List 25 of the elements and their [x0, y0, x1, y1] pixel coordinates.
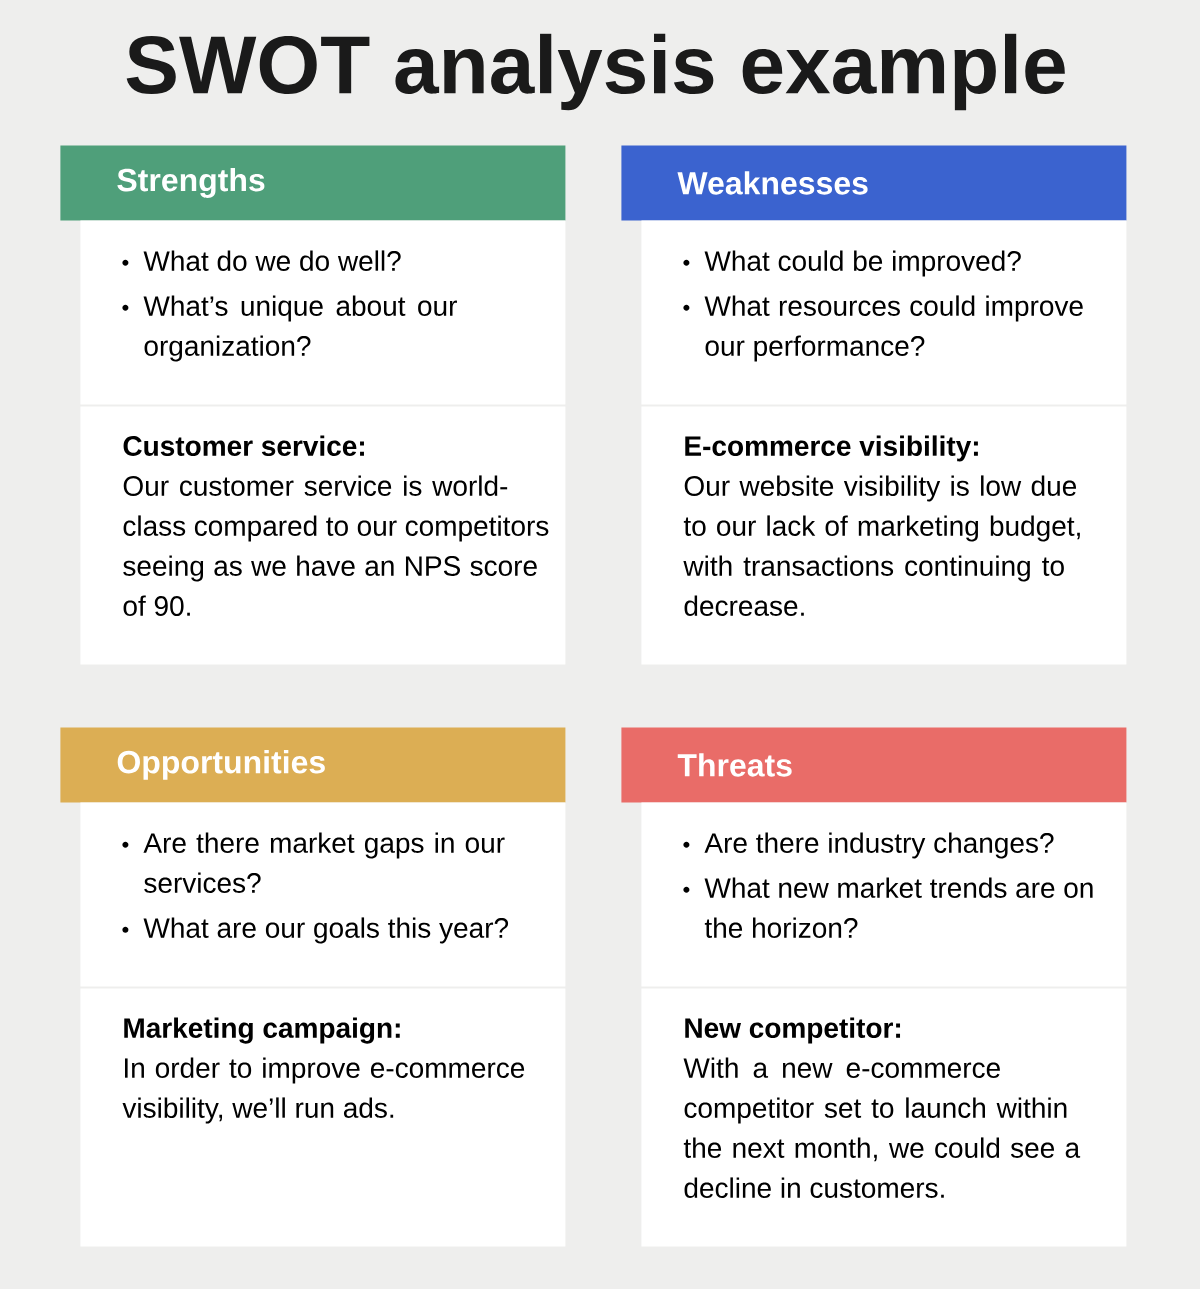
- example-heading: New competitor:: [685, 1017, 901, 1044]
- question-card: [641, 802, 1127, 987]
- title: SWOT analysis example: [126, 33, 1065, 111]
- example-text: Our website visibility is low due to our lack of marketing budget, with transactions continuing to decrease.: [683, 475, 1080, 616]
- question-text: What could be improved?: [704, 250, 1021, 277]
- question-text: What resources could improve our performance?: [704, 295, 1083, 362]
- header-band: Weaknesses: [621, 145, 1127, 221]
- question-text: What are our goals this year?: [143, 917, 509, 944]
- header-band: Strengths: [60, 145, 566, 221]
- question-text: Are there market gaps in our services?: [143, 832, 505, 893]
- example-heading: Marketing campaign:: [124, 1017, 400, 1044]
- question-card: [641, 220, 1127, 405]
- question-text: What do we do well?: [143, 250, 401, 271]
- question-text: Are there industry changes?: [704, 832, 1054, 859]
- example-heading: Customer service:: [123, 435, 364, 456]
- example-text: Our customer service is world-class compared to our competitors seeing as we have an NPS score of 90.: [123, 475, 549, 616]
- question-card: [80, 802, 566, 987]
- question-card: [80, 220, 566, 405]
- example-text: With a new e-commerce competitor set to launch within the next month, we could see a decline in customers.: [683, 1057, 1081, 1198]
- header-band: Threats: [621, 727, 1127, 803]
- example-text: In order to improve e-commerce visibility, we’ll run ads.: [122, 1057, 525, 1124]
- example-heading: E-commerce visibility:: [685, 435, 978, 462]
- header-band: Opportunities: [60, 727, 566, 803]
- question-text: What’s unique about our organization?: [143, 295, 457, 362]
- question-text: What new market trends are on the horizon?: [704, 877, 1093, 938]
